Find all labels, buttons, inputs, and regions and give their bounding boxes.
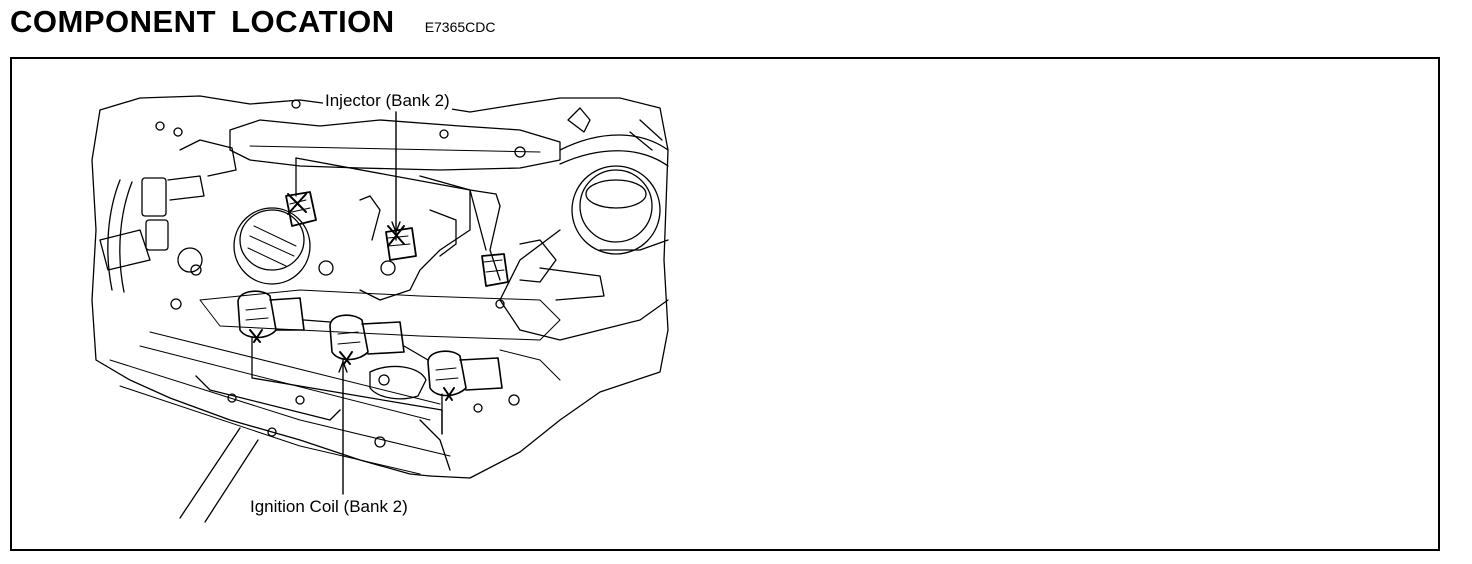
ignition-coil-label: Ignition Coil (Bank 2) <box>248 497 410 517</box>
injector-label: Injector (Bank 2) <box>323 91 452 111</box>
diagram-frame <box>10 57 1440 551</box>
page-title: COMPONENT LOCATION <box>10 4 395 39</box>
page-header: COMPONENT LOCATION E7365CDC <box>10 4 496 44</box>
document-code: E7365CDC <box>424 19 496 35</box>
